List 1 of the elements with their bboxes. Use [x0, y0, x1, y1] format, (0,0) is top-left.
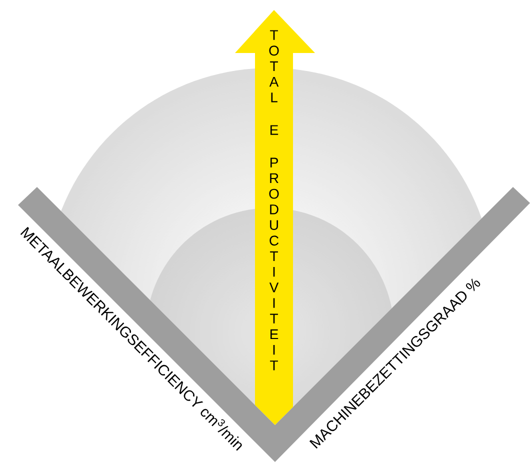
arrow-text: TOTAL E PRODUCTIVITEIT — [269, 30, 279, 370]
